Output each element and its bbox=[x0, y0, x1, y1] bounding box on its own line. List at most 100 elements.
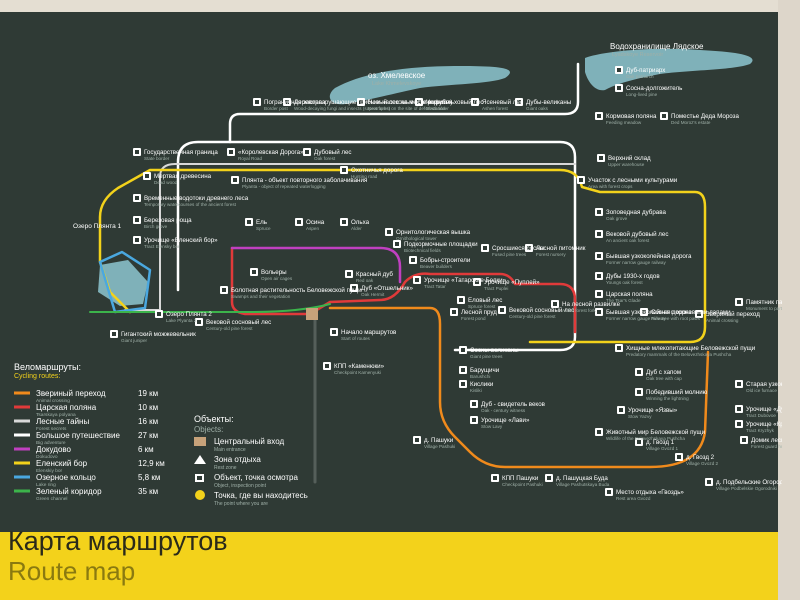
stop-label: Участок с лесными культурами bbox=[588, 177, 678, 184]
stop-label: Болотная растительность Беловежской пущи bbox=[231, 287, 362, 294]
lake-label-plyanta: Озеро Плянта 1 bbox=[73, 223, 122, 230]
stop-label-en: At the forest fork bbox=[562, 308, 596, 313]
legend-route-name-en: Animal crossing bbox=[36, 398, 70, 404]
stop-label-en: Biotechnical fields bbox=[404, 248, 441, 253]
legend-route-name-en: Lake ring bbox=[36, 482, 56, 488]
route-red bbox=[230, 246, 577, 334]
stop-label-en: Stow Yazvy bbox=[628, 414, 652, 419]
stop-label-en: Birch grove bbox=[144, 224, 168, 229]
stop-label: Царская поляна bbox=[606, 291, 653, 298]
legend-route-km: 27 км bbox=[138, 431, 158, 440]
stop-marker bbox=[595, 112, 603, 120]
stop-label-en: Hunting road bbox=[351, 174, 378, 179]
stop-label-en: The Tsar's Glade bbox=[606, 298, 641, 303]
stop-label-en: Tract Elensky bor bbox=[144, 244, 180, 249]
stop-marker bbox=[459, 366, 467, 374]
legend-route-km: 10 км bbox=[138, 403, 158, 412]
stop-label: Дуб с хапом bbox=[646, 369, 681, 376]
stop-label-en: Predatory mammals of the Belovezhskaya P… bbox=[626, 352, 732, 357]
stop-label-en: Fused pine trees bbox=[492, 252, 527, 257]
stop-marker bbox=[413, 436, 421, 444]
stop-label: Лесной пруд bbox=[461, 309, 497, 316]
legend-object-name-en: Main entrance bbox=[214, 447, 246, 453]
stop-label-en: Plyanta - object of repeated waterloggin… bbox=[242, 184, 326, 189]
stop-marker bbox=[357, 98, 365, 106]
stop-label: Дуб-патриарх bbox=[626, 67, 666, 74]
stop-label: Ольха bbox=[351, 219, 370, 226]
stop-label-en: Forest nursery bbox=[536, 252, 566, 257]
stop-label-en: Century-old pine forest bbox=[509, 314, 556, 319]
stop-marker bbox=[133, 148, 141, 156]
stop-label: Дубовый лес bbox=[314, 149, 352, 156]
rest-zone-icon bbox=[194, 455, 206, 464]
route-white-top bbox=[228, 62, 580, 144]
stop-label-en: Checkpoint Kamenyuki bbox=[334, 370, 381, 375]
stop-label: Вольеры bbox=[261, 269, 287, 276]
stop-label-en: Stow Lavy bbox=[481, 424, 503, 429]
stop-label-en: Area with forest crops bbox=[588, 184, 633, 189]
stop-marker bbox=[635, 438, 643, 446]
stop-label: На лесной развилке bbox=[562, 301, 621, 308]
stop-label-en: Red oak bbox=[356, 278, 374, 283]
stop-label: Новый лес на месте вырубок bbox=[368, 99, 452, 106]
stop-label-en: Tract Kryzhyk bbox=[746, 428, 775, 433]
route-magenta bbox=[230, 246, 402, 284]
stop-marker bbox=[635, 368, 643, 376]
stop-marker bbox=[481, 244, 489, 252]
stop-label-en: Giant oaks bbox=[526, 106, 549, 111]
stop-marker bbox=[413, 276, 421, 284]
stop-marker bbox=[640, 308, 648, 316]
stop-label: КПП Пашуки bbox=[502, 475, 539, 482]
route-orange bbox=[328, 306, 710, 469]
stop-label: Гигантский можжевельник bbox=[121, 331, 196, 338]
legend-routes-heading-en: Cycling routes: bbox=[14, 373, 60, 380]
stop-label: Государственная граница bbox=[144, 149, 218, 156]
stop-label: Кислики bbox=[470, 381, 494, 388]
stop-label: д. Гвозд 1 bbox=[646, 439, 675, 446]
stop-label-en: Monument to partisans of Kovpak squad bbox=[746, 306, 782, 311]
stop-label-en: Oak grove bbox=[606, 216, 628, 221]
legend-object-name-en: The point where you are bbox=[214, 501, 268, 507]
you-are-here-icon bbox=[195, 490, 205, 500]
stop-label: Сосна-долгожитель bbox=[626, 85, 682, 92]
stop-label-en: Beaver builders bbox=[420, 264, 453, 269]
route-blue bbox=[98, 250, 152, 314]
stop-marker bbox=[471, 98, 479, 106]
stop-label: Дереворазрушающие грибы и насекомые (сап… bbox=[294, 99, 452, 106]
stop-label-en: State border bbox=[144, 156, 170, 161]
map-title: Карта маршрутов bbox=[8, 526, 228, 556]
stop-label: Поместье Деда Мороза bbox=[671, 113, 739, 120]
stop-marker bbox=[545, 474, 553, 482]
stop-label: Временные водотоки древнего леса bbox=[144, 195, 249, 202]
stop-marker bbox=[155, 310, 163, 318]
stop-label: Орнитологическая вышка bbox=[396, 229, 471, 236]
stop-marker bbox=[470, 400, 478, 408]
stop-marker bbox=[450, 308, 458, 316]
stop-label: Старая узкоколейная линия bbox=[746, 381, 782, 388]
stop-marker bbox=[133, 216, 141, 224]
lake-khmelevskoye bbox=[329, 66, 510, 105]
stop-label-en: Border post bbox=[264, 106, 288, 111]
stop-marker bbox=[283, 98, 291, 106]
stop-marker bbox=[595, 272, 603, 280]
stop-marker bbox=[515, 98, 523, 106]
stop-label: Животный мир Беловежской пущи bbox=[606, 429, 706, 436]
legend-objects-heading: Объекты: bbox=[194, 414, 234, 424]
stop-marker bbox=[595, 290, 603, 298]
stop-marker bbox=[491, 474, 499, 482]
stop-marker bbox=[525, 244, 533, 252]
stop-label-en: Oak tree with cap bbox=[646, 376, 682, 381]
legend-object-name: Объект, точка осмотра bbox=[214, 473, 299, 482]
stop-label: Вековой сосновый лес bbox=[206, 319, 271, 326]
stop-label: Бобры-строители bbox=[420, 257, 471, 264]
stop-marker bbox=[595, 308, 603, 316]
stop-label: д. Пашуки bbox=[424, 437, 454, 444]
stop-label-en: Spruce forest bbox=[468, 304, 496, 309]
stop-label: Урочище «Язвы» bbox=[628, 407, 678, 414]
legend-object-name-en: Rest zone bbox=[214, 465, 237, 471]
stop-label-en: Giant pine trees bbox=[470, 354, 503, 359]
